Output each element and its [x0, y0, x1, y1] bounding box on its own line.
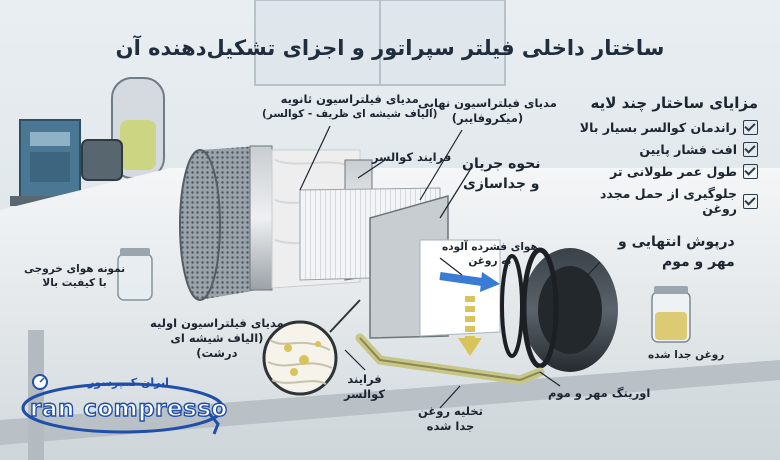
label-primary-media: مدیای فیلتراسیون اولیه (الیاف شیشه ای در…: [150, 316, 284, 360]
leader-lines: [299, 125, 601, 409]
label-oring: اورینگ مهر و موم: [548, 386, 651, 400]
advantages-panel: مزایای ساختار چند لایه راندمان کوالسر بس…: [568, 94, 758, 223]
label-end-cap: درپوش انتهایی و مهر و موم: [618, 234, 735, 270]
label-coalescing-bottom: فرایند کوالسر: [344, 372, 386, 401]
advantage-item: طول عمر طولانی تر: [568, 164, 758, 179]
label-separated-oil: روغن جدا شده: [648, 349, 725, 361]
advantage-item: جلوگیری از حمل مجدد روغن: [568, 186, 758, 216]
label-flow-separation: نحوه جریان و جداسازی: [462, 156, 541, 192]
page-title: ساختار داخلی فیلتر سپراتور و اجزای تشکیل…: [115, 36, 665, 60]
drain-pipe: [355, 333, 545, 385]
label-output-sample: نمونه هوای خروجی با کیفیت بالا: [24, 263, 126, 289]
label-secondary-media: مدیای فیلتراسیون ثانویه (الیاف شیشه ای ظ…: [262, 92, 438, 120]
window: [254, 0, 506, 86]
check-icon: [743, 120, 758, 135]
label-contaminated-air: هوای فشرده آلوده به روغن: [442, 241, 538, 267]
label-drain-oil: تخلیه روغن جدا شده: [418, 404, 483, 433]
brand-logo: ایران کمپرسور ran compresso: [18, 372, 228, 442]
output-sample-jar: [117, 248, 153, 301]
label-coalescing-top: فرایند کوالسر: [372, 150, 452, 164]
label-final-media: مدیای فیلتراسیون نهایی (میکروفایبر): [418, 96, 557, 125]
primary-media-magnifier: [262, 299, 361, 396]
check-icon: [743, 164, 758, 179]
separated-oil-jar: [651, 286, 691, 343]
advantage-item: افت فشار پایین: [568, 142, 758, 157]
check-icon: [743, 193, 758, 209]
filter-element: [179, 145, 618, 372]
logo-persian-text: ایران کمپرسور: [88, 376, 169, 389]
advantage-item: راندمان کوالسر بسیار بالا: [568, 120, 758, 135]
flow-arrows: [439, 272, 500, 356]
advantages-title: مزایای ساختار چند لایه: [590, 94, 758, 112]
logo-graphic: [21, 374, 225, 435]
check-icon: [743, 142, 758, 157]
logo-text: ran compresso: [29, 395, 228, 422]
